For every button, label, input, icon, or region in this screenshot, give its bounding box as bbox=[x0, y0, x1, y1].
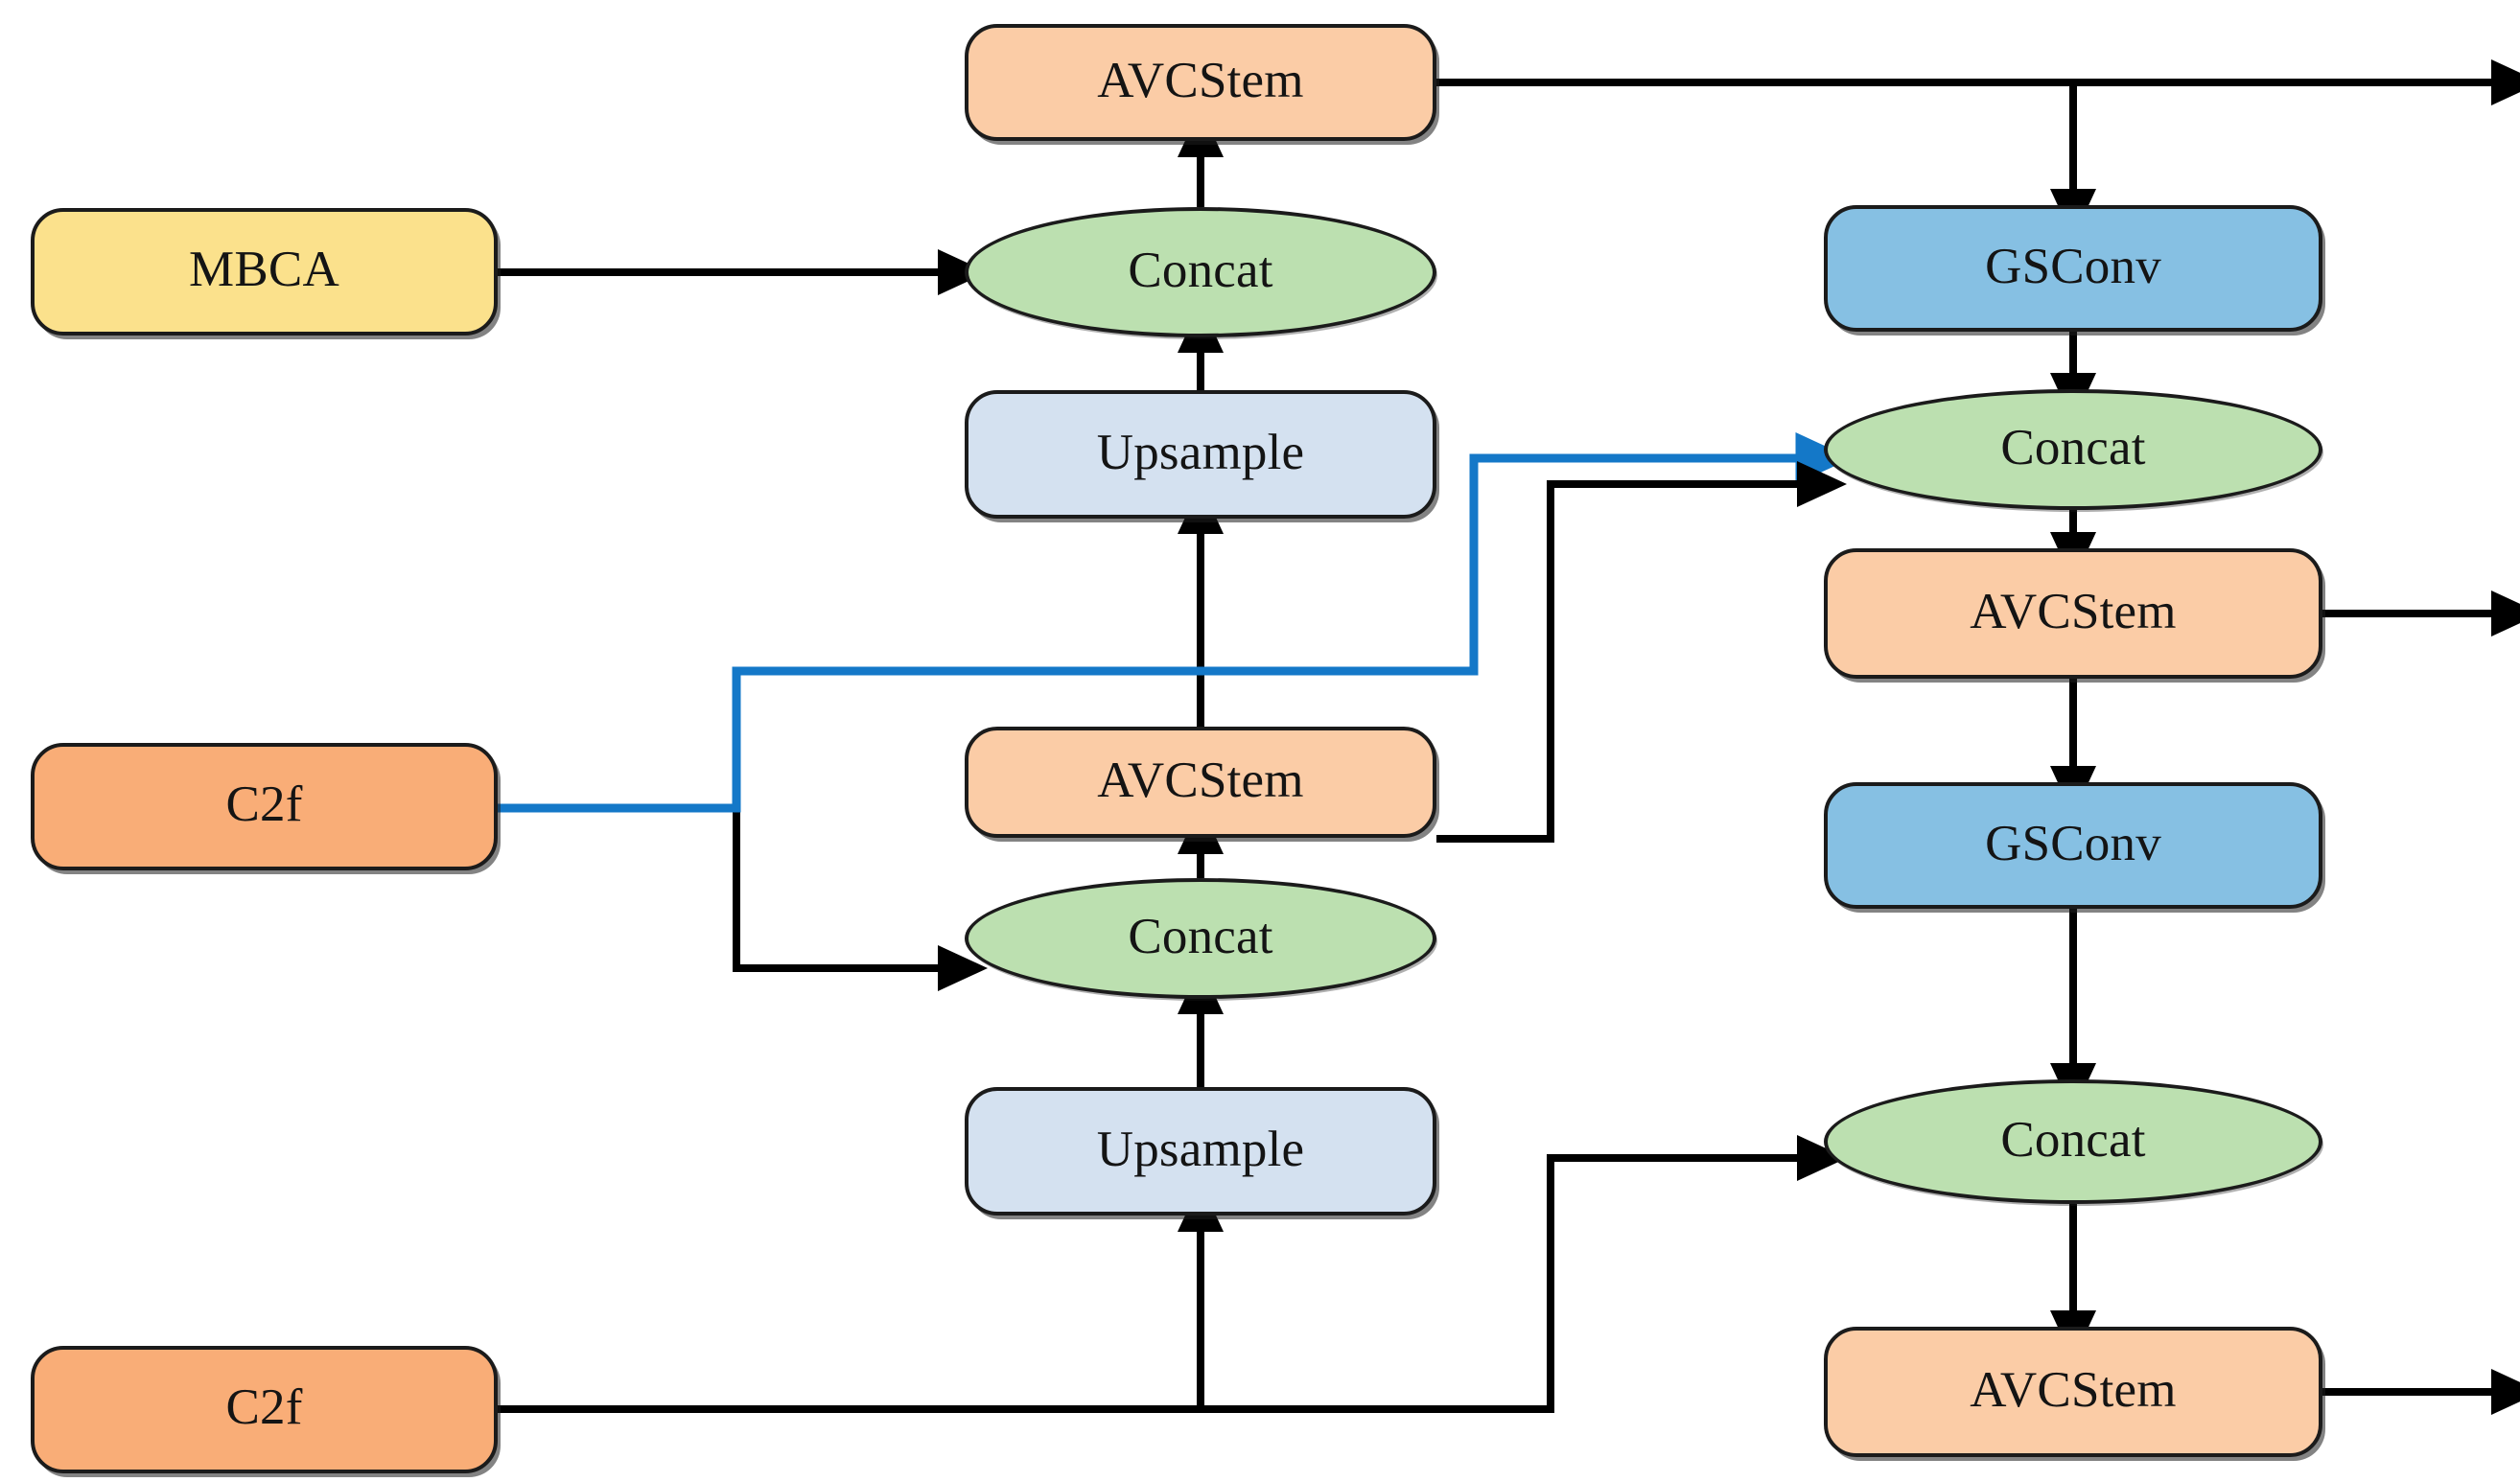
node-avcstem_bottom[interactable]: AVCStem bbox=[1824, 1327, 2322, 1457]
node-label-c2f_bottom: C2f bbox=[225, 1379, 303, 1435]
node-label-avcstem_top: AVCStem bbox=[1097, 52, 1304, 108]
node-label-concat_mid: Concat bbox=[1128, 908, 1273, 964]
node-avcstem_right_1[interactable]: AVCStem bbox=[1824, 548, 2322, 679]
node-upsample_bottom[interactable]: Upsample bbox=[965, 1087, 1436, 1216]
edge-e_c2f_mid_split_to_concat bbox=[733, 808, 988, 991]
node-concat_right_1[interactable]: Concat bbox=[1824, 389, 2322, 510]
node-label-upsample_bottom: Upsample bbox=[1096, 1121, 1305, 1177]
node-label-concat_top: Concat bbox=[1128, 242, 1273, 298]
node-gsconv_bottom[interactable]: GSConv bbox=[1824, 782, 2322, 909]
node-mbca[interactable]: MBCA bbox=[31, 208, 498, 336]
node-avcstem_mid[interactable]: AVCStem bbox=[965, 727, 1436, 838]
node-label-concat_right_2: Concat bbox=[2000, 1111, 2146, 1168]
node-label-upsample_top: Upsample bbox=[1096, 424, 1305, 480]
node-label-mbca: MBCA bbox=[189, 242, 339, 297]
node-c2f_mid[interactable]: C2f bbox=[31, 743, 498, 870]
node-label-concat_right_1: Concat bbox=[2000, 419, 2146, 475]
node-label-avcstem_mid: AVCStem bbox=[1097, 752, 1304, 808]
node-label-c2f_mid: C2f bbox=[225, 776, 303, 832]
node-avcstem_top[interactable]: AVCStem bbox=[965, 24, 1436, 141]
node-label-gsconv_top: GSConv bbox=[1985, 238, 2161, 294]
node-concat_mid[interactable]: Concat bbox=[965, 878, 1436, 999]
node-label-gsconv_bottom: GSConv bbox=[1985, 815, 2161, 871]
edge-e_c2f_mid_blue_skip bbox=[498, 432, 1852, 813]
node-concat_right_2[interactable]: Concat bbox=[1824, 1079, 2322, 1204]
edge-e_avcstem_mid_to_concat_r1 bbox=[1436, 461, 1847, 843]
node-upsample_top[interactable]: Upsample bbox=[965, 390, 1436, 519]
node-c2f_bottom[interactable]: C2f bbox=[31, 1346, 498, 1473]
node-gsconv_top[interactable]: GSConv bbox=[1824, 205, 2322, 332]
edge-e_c2f_bot_to_concat_right2 bbox=[1201, 1135, 1847, 1413]
node-label-avcstem_right_1: AVCStem bbox=[1970, 583, 2177, 639]
node-label-avcstem_bottom: AVCStem bbox=[1970, 1361, 2177, 1418]
node-concat_top[interactable]: Concat bbox=[965, 207, 1436, 337]
